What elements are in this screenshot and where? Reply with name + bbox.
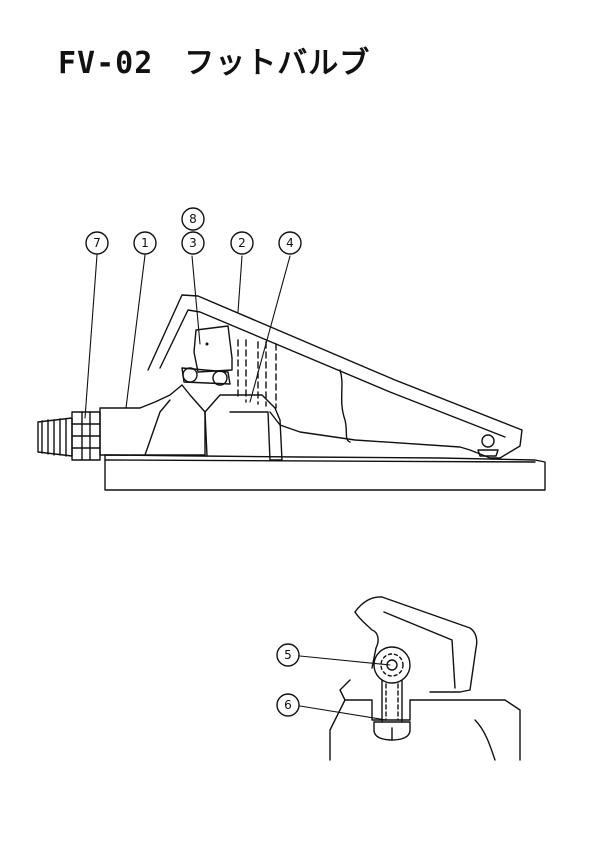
detail-base-edge <box>339 679 351 701</box>
callout-5: 5 <box>276 643 300 667</box>
pivot-detail-view: 5 6 <box>276 596 521 761</box>
base-plate <box>104 454 546 491</box>
callout-3: 3 <box>181 231 205 255</box>
callout-6: 6 <box>276 693 300 717</box>
pedal-pivot-pin <box>481 434 495 448</box>
detail-pedal-outline <box>354 596 478 693</box>
svg-text:3: 3 <box>189 236 197 250</box>
base-plate-top-edge <box>104 459 536 463</box>
body-bevel-line <box>144 399 171 456</box>
detail-base <box>329 699 521 761</box>
page-title: FV-02 フットバルブ <box>58 46 371 81</box>
svg-text:8: 8 <box>189 212 197 226</box>
hex-fitting <box>71 411 101 461</box>
callout-4: 4 <box>278 231 302 255</box>
detail-pedal-inner <box>383 611 456 689</box>
body-block <box>99 384 206 456</box>
side-view: 7 1 8 3 2 4 <box>37 207 546 491</box>
valve-housing <box>204 394 283 461</box>
callout-8: 8 <box>181 207 205 231</box>
leader-lines <box>84 254 291 419</box>
svg-text:6: 6 <box>284 698 292 712</box>
svg-text:5: 5 <box>284 648 292 662</box>
svg-text:1: 1 <box>141 236 149 250</box>
pedal <box>147 294 523 459</box>
detail-pin-hidden <box>380 653 404 677</box>
body-side-line <box>204 411 208 457</box>
detail-screw-shaft <box>381 679 403 723</box>
plunger-dot <box>205 342 209 346</box>
plunger-button <box>193 325 233 373</box>
detail-base-curve <box>474 719 496 761</box>
svg-text:2: 2 <box>238 236 246 250</box>
pedal-break-line <box>339 369 351 443</box>
callout-7: 7 <box>85 231 109 255</box>
svg-text:4: 4 <box>286 236 294 250</box>
threaded-nipple <box>37 417 73 457</box>
callout-1: 1 <box>133 231 157 255</box>
spring <box>237 339 277 409</box>
detail-pedal-break <box>354 611 379 669</box>
detail-pin-housing <box>373 646 411 684</box>
pedal-inner-edge <box>159 309 506 438</box>
detail-leader-lines <box>299 655 391 721</box>
callout-2: 2 <box>230 231 254 255</box>
svg-text:7: 7 <box>93 236 101 250</box>
pivot-bracket <box>477 449 499 457</box>
